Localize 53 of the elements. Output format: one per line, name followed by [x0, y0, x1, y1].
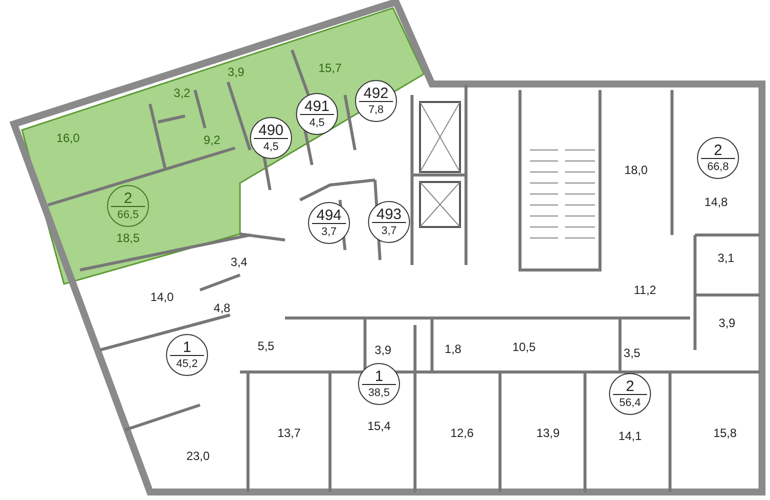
- unit-area: 7,8: [368, 104, 384, 117]
- unit-area: 45,2: [176, 358, 198, 371]
- apartment-badge: [308, 202, 350, 244]
- room-area: 18,0: [624, 163, 648, 177]
- unit-number: 490: [258, 122, 284, 139]
- room-area: 4,8: [214, 301, 230, 315]
- apartment-badge: [609, 373, 651, 415]
- room-area: 15,7: [318, 61, 342, 75]
- apartment-badge: [166, 334, 208, 376]
- unit-number: 2: [124, 190, 132, 207]
- unit-number: 493: [376, 206, 402, 223]
- room-area: 13,9: [536, 426, 560, 440]
- room-area: 16,0: [56, 131, 80, 145]
- room-area: 14,8: [704, 195, 728, 209]
- room-area: 3,5: [624, 346, 640, 360]
- room-area: 3,2: [174, 86, 190, 100]
- unit-area: 56,4: [619, 397, 641, 410]
- room-area: 12,6: [450, 426, 474, 440]
- room-area: 15,4: [367, 419, 391, 433]
- unit-area: 66,5: [117, 209, 139, 222]
- unit-number: 1: [182, 339, 192, 356]
- unit-area: 3,7: [381, 225, 397, 238]
- room-area: 3,9: [718, 316, 736, 330]
- unit-number: 492: [363, 85, 389, 102]
- unit-number: 1: [374, 368, 384, 385]
- room-area: 3,9: [228, 65, 244, 79]
- apartment-badge: [697, 137, 739, 179]
- room-area: 11,2: [634, 283, 656, 297]
- room-area: 15,8: [713, 426, 737, 440]
- apartment-badge: [368, 201, 410, 243]
- room-area: 13,7: [277, 426, 301, 440]
- unit-area: 3,7: [321, 226, 337, 239]
- unit-number: 491: [304, 98, 330, 115]
- room-area: 3,9: [374, 343, 392, 357]
- room-area: 14,0: [150, 290, 174, 304]
- unit-number: 494: [316, 207, 342, 224]
- apartment-badge: [107, 185, 149, 227]
- unit-area: 4,5: [263, 141, 279, 154]
- room-area: 14,1: [618, 429, 642, 443]
- unit-area: 38,5: [368, 387, 390, 400]
- room-area: 5,5: [258, 339, 274, 353]
- room-area: 18,5: [116, 231, 140, 245]
- room-area: 1,8: [444, 342, 462, 356]
- unit-area: 66,8: [707, 161, 729, 174]
- room-area: 23,0: [186, 449, 210, 463]
- apartment-badge: [358, 363, 400, 405]
- room-area: 3,1: [718, 251, 734, 265]
- unit-number: 2: [626, 378, 634, 395]
- room-area: 10,5: [512, 340, 536, 354]
- unit-area: 4,5: [309, 117, 325, 130]
- unit-number: 2: [714, 142, 722, 159]
- room-area: 9,2: [204, 133, 220, 147]
- room-area: 3,4: [230, 255, 248, 269]
